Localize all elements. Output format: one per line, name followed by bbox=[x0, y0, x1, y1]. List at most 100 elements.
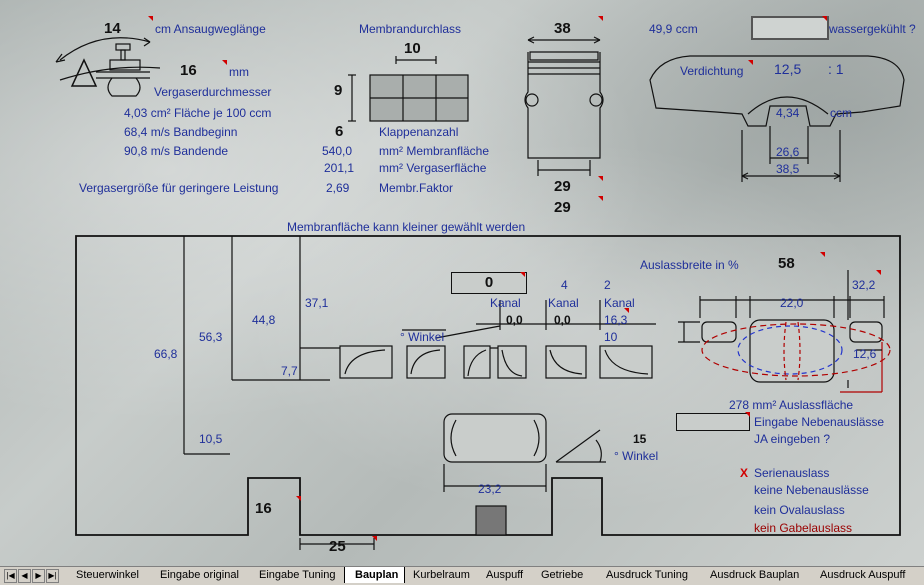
comment-marker bbox=[745, 412, 750, 417]
tab-ausdruck-tuning[interactable]: Ausdruck Tuning bbox=[606, 569, 688, 581]
technical-drawing bbox=[55, 36, 905, 550]
band-begin: 68,4 m/s Bandbeginn bbox=[124, 125, 238, 139]
channel-value-c: 16,3 bbox=[604, 313, 628, 327]
exhaust-area: 278 mm² Auslassfläche bbox=[729, 398, 854, 412]
port-map-outline bbox=[75, 235, 901, 536]
channel-value-a: 0,0 bbox=[506, 313, 523, 327]
exhaust-dim-12-6: 12,6 bbox=[853, 347, 877, 361]
channel-label-1: Kanal bbox=[490, 296, 521, 310]
no-side-exhaust: keine Nebenauslässe bbox=[754, 483, 869, 497]
carb-diameter-label: Vergaserdurchmesser bbox=[154, 85, 272, 99]
comment-marker bbox=[598, 176, 603, 181]
compression-label: Verdichtung bbox=[680, 64, 744, 78]
comment-marker bbox=[624, 308, 629, 313]
dim-56-3: 56,3 bbox=[199, 330, 223, 344]
tab-eingabe-original[interactable]: Eingabe original bbox=[160, 569, 239, 581]
tab-ausdruck-auspuff[interactable]: Ausdruck Auspuff bbox=[820, 569, 906, 581]
cylinder-head-sketch bbox=[649, 55, 905, 182]
comment-marker bbox=[222, 60, 227, 65]
membrane-title: Membrandurchlass bbox=[359, 22, 462, 36]
flap-count[interactable]: 6 bbox=[335, 123, 344, 140]
first-sheet-button[interactable]: |◀ bbox=[4, 569, 17, 583]
carb-diameter-unit: mm bbox=[229, 65, 249, 79]
worksheet-canvas: 14 cm Ansaugweglänge 16 mm Vergaserdurch… bbox=[0, 0, 924, 566]
carb-sketch bbox=[55, 37, 161, 97]
bottom-width-value[interactable]: 25 bbox=[329, 538, 346, 555]
transfer-angle-label: ° Winkel bbox=[614, 449, 659, 463]
flap-label: Klappenanzahl bbox=[379, 125, 459, 139]
dim-7-7: 7,7 bbox=[281, 364, 298, 378]
comment-marker bbox=[598, 16, 603, 21]
channel-4-count: 4 bbox=[561, 278, 568, 292]
no-fork-exhaust: kein Gabelauslass bbox=[754, 521, 853, 535]
channel-2-count: 2 bbox=[604, 278, 611, 292]
membrane-width[interactable]: 10 bbox=[404, 40, 421, 57]
piston-width-top[interactable]: 38 bbox=[554, 20, 571, 37]
head-dim-inner: 26,6 bbox=[776, 145, 800, 159]
comment-marker bbox=[876, 270, 881, 275]
side-exhaust-input[interactable] bbox=[676, 413, 750, 431]
transfer-angle-value[interactable]: 15 bbox=[633, 432, 647, 446]
comment-marker bbox=[520, 272, 525, 277]
side-exhaust-label: Eingabe Nebenauslässe bbox=[754, 415, 885, 429]
next-sheet-button[interactable]: ▶ bbox=[32, 569, 45, 583]
carb-area-label: mm² Vergaserfläche bbox=[379, 161, 487, 175]
band-end: 90,8 m/s Bandende bbox=[124, 144, 229, 158]
prev-sheet-button[interactable]: ◀ bbox=[18, 569, 31, 583]
water-cooled-input[interactable] bbox=[751, 16, 829, 40]
comment-marker bbox=[748, 60, 753, 65]
comment-marker bbox=[598, 196, 603, 201]
water-cooled-label: wassergekühlt ? bbox=[829, 22, 916, 36]
exhaust-height: 32,2 bbox=[852, 278, 876, 292]
channel-input[interactable]: 0 bbox=[451, 272, 527, 294]
exhaust-width-value[interactable]: 58 bbox=[778, 255, 795, 272]
last-sheet-button[interactable]: ▶| bbox=[46, 569, 59, 583]
sheet-tab-bar: |◀ ◀ ▶ ▶| Steuerwinkel Eingabe original … bbox=[0, 566, 924, 585]
dim-66-8: 66,8 bbox=[154, 347, 178, 361]
tab-bauplan[interactable]: Bauplan bbox=[344, 567, 406, 583]
intake-length-label: cm Ansaugweglänge bbox=[155, 22, 266, 36]
side-exhaust-hint: JA eingeben ? bbox=[754, 432, 831, 446]
series-exhaust-label: Serienauslass bbox=[754, 466, 830, 480]
carb-diameter-value[interactable]: 16 bbox=[180, 62, 197, 79]
membrane-factor-label: Membr.Faktor bbox=[379, 181, 454, 195]
port-angle-label: ° Winkel bbox=[400, 330, 445, 344]
area-per-100ccm: 4,03 cm² Fläche je 100 ccm bbox=[124, 106, 272, 120]
comment-marker bbox=[372, 536, 377, 541]
channel-label-3: Kanal bbox=[604, 296, 635, 310]
intake-length-value[interactable]: 14 bbox=[104, 20, 121, 37]
chamber-volume: 4,34 bbox=[776, 106, 800, 120]
tab-kurbelraum[interactable]: Kurbelraum bbox=[413, 569, 470, 581]
piston-sketch bbox=[524, 36, 604, 176]
membrane-height[interactable]: 9 bbox=[334, 82, 343, 99]
membrane-area-value: 540,0 bbox=[322, 144, 353, 158]
comment-marker bbox=[296, 496, 301, 501]
dim-44-8: 44,8 bbox=[252, 313, 276, 327]
membrane-hint: Membranfläche kann kleiner gewählt werde… bbox=[287, 220, 526, 234]
transfer-width: 23,2 bbox=[478, 482, 502, 496]
tab-getriebe[interactable]: Getriebe bbox=[541, 569, 584, 581]
tab-ausdruck-bauplan[interactable]: Ausdruck Bauplan bbox=[710, 569, 800, 581]
channel-value-d: 10 bbox=[604, 330, 618, 344]
membrane-factor-value: 2,69 bbox=[326, 181, 350, 195]
series-exhaust-mark: X bbox=[740, 466, 749, 480]
comment-marker bbox=[820, 252, 825, 257]
exhaust-width-label: Auslassbreite in % bbox=[640, 258, 739, 272]
cylinder-volume: 49,9 ccm bbox=[649, 22, 698, 36]
piston-width-bottom-1[interactable]: 29 bbox=[554, 178, 571, 195]
head-dim-outer: 38,5 bbox=[776, 162, 800, 176]
tab-eingabe-tuning[interactable]: Eingabe Tuning bbox=[259, 569, 336, 581]
channel-label-2: Kanal bbox=[548, 296, 579, 310]
tab-steuerwinkel[interactable]: Steuerwinkel bbox=[76, 569, 139, 581]
channel-value-b: 0,0 bbox=[554, 313, 571, 327]
bottom-left-value[interactable]: 16 bbox=[255, 500, 272, 517]
tab-auspuff[interactable]: Auspuff bbox=[486, 569, 524, 581]
piston-width-bottom-2[interactable]: 29 bbox=[554, 199, 571, 216]
membrane-grid bbox=[348, 56, 469, 122]
exhaust-dim-22: 22,0 bbox=[780, 296, 804, 310]
comment-marker bbox=[822, 16, 827, 21]
compression-ratio-suffix: : 1 bbox=[828, 61, 844, 77]
no-oval-exhaust: kein Ovalauslass bbox=[754, 503, 845, 517]
dim-10-5: 10,5 bbox=[199, 432, 223, 446]
compression-value: 12,5 bbox=[774, 61, 802, 77]
